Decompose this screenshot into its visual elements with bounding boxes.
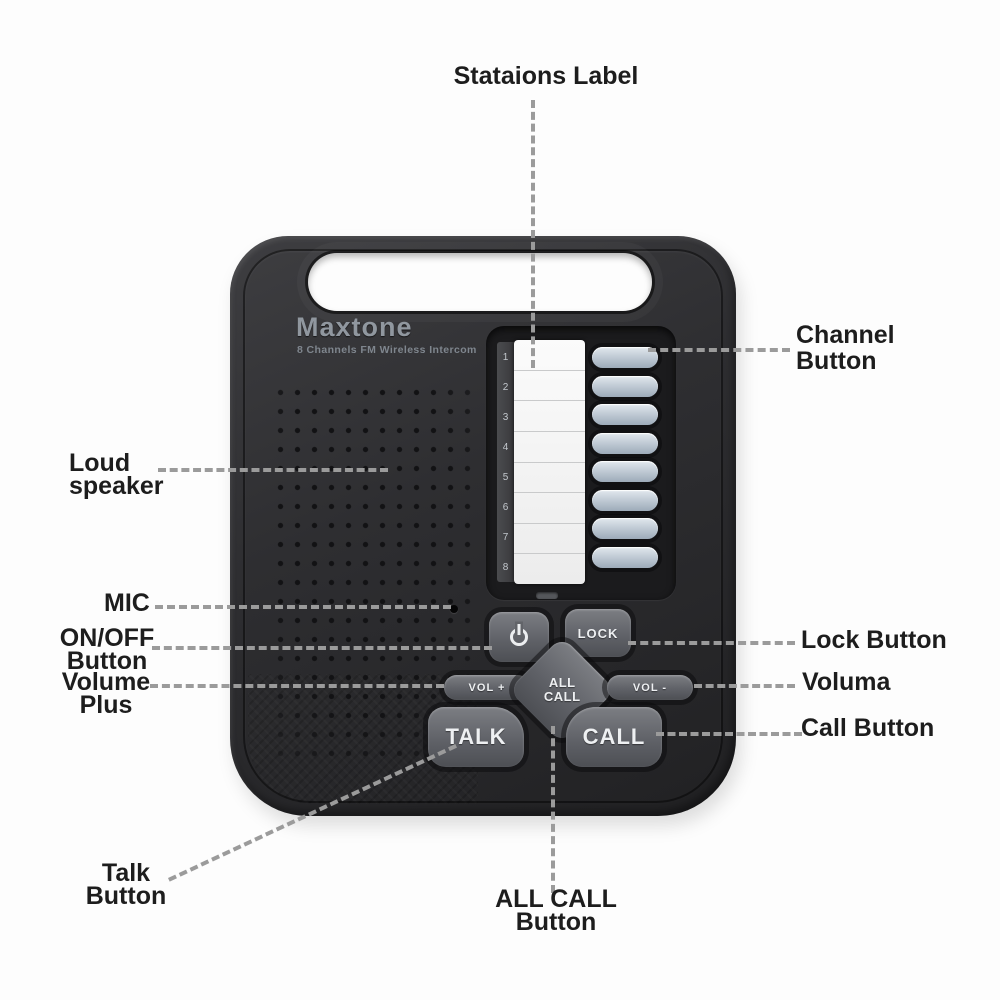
power-button — [489, 612, 549, 662]
all-call-line2: CALL — [543, 688, 581, 704]
station-number: 2 — [502, 381, 509, 393]
callout-line-stations — [531, 100, 535, 368]
channel-button-column — [592, 347, 658, 568]
station-label-row — [514, 524, 585, 555]
callout-line-call — [656, 732, 802, 736]
channel-button — [592, 518, 658, 539]
label-lock-button: Lock Button — [801, 626, 947, 654]
label-stations: Stataions Label — [453, 62, 639, 90]
intercom-device: Maxtone 8 Channels FM Wireless Intercom … — [230, 236, 736, 816]
label-channel-button: Channel Button — [796, 321, 895, 375]
call-button: CALL — [566, 707, 662, 767]
brand-logo: Maxtone — [296, 312, 413, 342]
channel-button — [592, 489, 658, 511]
callout-line-loudspeaker — [158, 468, 388, 472]
label-all-call-button: ALL CALL Button — [495, 885, 617, 936]
station-label-row — [514, 432, 585, 463]
label-volume-plus: Volume Plus — [61, 668, 151, 719]
channel-button — [592, 546, 658, 568]
station-number: 7 — [502, 531, 509, 543]
lock-button: LOCK — [565, 609, 631, 657]
channel-button — [592, 432, 658, 454]
label-mic: MIC — [104, 589, 150, 617]
channel-button — [592, 404, 658, 425]
all-call-line1: ALL — [548, 674, 576, 690]
mic-hole — [450, 605, 458, 613]
station-number-column: 1 2 3 4 5 6 7 8 — [497, 342, 514, 582]
station-number: 4 — [502, 441, 509, 453]
indicator-slit — [536, 592, 558, 599]
station-panel: 1 2 3 4 5 6 7 8 — [486, 326, 676, 600]
channel-button — [592, 461, 658, 482]
label-call-button: Call Button — [801, 714, 935, 742]
carry-handle — [308, 253, 652, 311]
callout-line-all-call — [551, 726, 555, 893]
station-number: 3 — [502, 411, 509, 423]
station-label-row — [514, 340, 585, 371]
volume-minus-button: VOL - — [607, 675, 693, 700]
channel-button — [592, 347, 658, 368]
callout-line-onoff — [152, 646, 492, 650]
station-label-row — [514, 554, 585, 584]
label-loud-speaker: Loud speaker — [69, 449, 164, 500]
callout-line-volume-plus — [150, 684, 444, 688]
brand-tagline: 8 Channels FM Wireless Intercom — [297, 344, 477, 356]
speaker-grille — [272, 383, 480, 761]
callout-line-lock — [628, 641, 795, 645]
station-label-row — [514, 493, 585, 524]
station-number: 8 — [502, 561, 509, 573]
station-number: 5 — [502, 471, 509, 483]
station-number: 1 — [502, 351, 509, 363]
channel-button — [592, 375, 658, 397]
station-label-row — [514, 463, 585, 494]
label-voluma: Voluma — [802, 668, 891, 696]
station-label-row — [514, 371, 585, 402]
station-label-row — [514, 401, 585, 432]
power-icon — [510, 624, 528, 646]
station-label-card — [514, 340, 585, 584]
callout-line-voluma — [694, 684, 795, 688]
callout-line-channel — [648, 348, 790, 352]
label-talk-button: Talk Button — [85, 859, 167, 910]
station-number: 6 — [502, 501, 509, 513]
callout-line-mic — [155, 605, 451, 609]
label-onoff-button: ON/OFF Button — [59, 624, 155, 675]
talk-button: TALK — [428, 707, 524, 767]
